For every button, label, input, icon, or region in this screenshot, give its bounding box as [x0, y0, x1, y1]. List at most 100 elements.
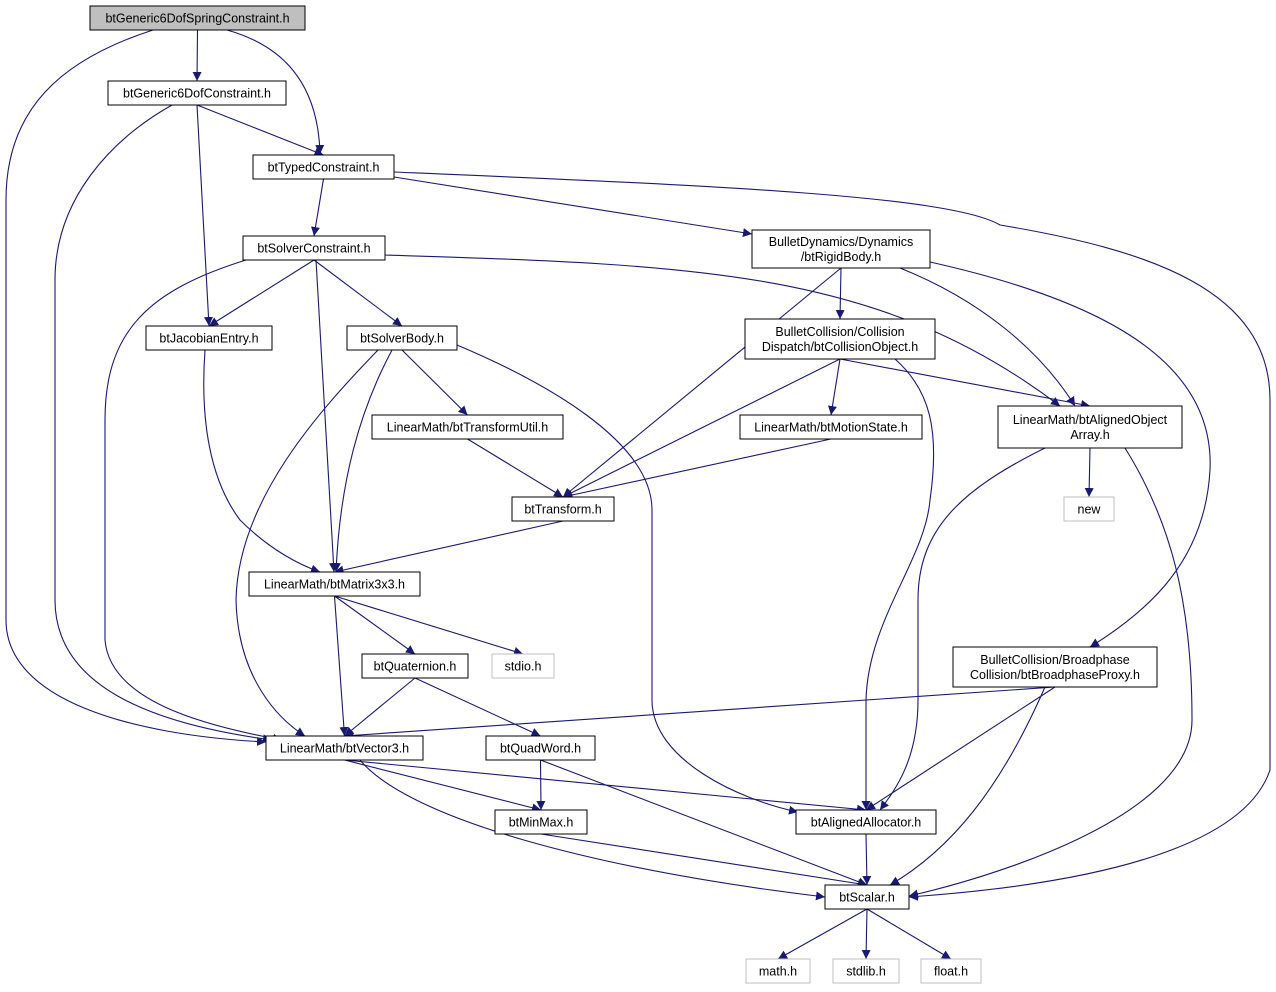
node-label: LinearMath/btMatrix3x3.h	[264, 578, 405, 592]
edge-qword-to-minmax	[536, 759, 546, 811]
edge-scalar-to-math	[777, 908, 868, 960]
edge-solverc-to-solverb	[313, 259, 403, 327]
node-qword[interactable]: btQuadWord.h	[485, 735, 596, 761]
node-box	[145, 325, 273, 351]
node-tutil[interactable]: LinearMath/btTransformUtil.h	[371, 414, 564, 440]
node-box	[511, 496, 615, 522]
node-label: new	[1078, 503, 1102, 517]
edge-alloc-to-scalar	[862, 833, 872, 886]
node-label: BulletDynamics/Dynamics	[769, 235, 913, 249]
node-box	[265, 735, 424, 761]
node-label: BulletCollision/Broadphase	[980, 653, 1129, 667]
edge-matrix-to-vector	[333, 595, 349, 737]
edge-solverb-to-vector	[235, 349, 379, 737]
node-label: LinearMath/btTransformUtil.h	[387, 421, 548, 435]
edge-motion-to-transform	[562, 438, 832, 500]
edge-scalar-to-float	[866, 908, 952, 960]
node-box	[739, 414, 923, 440]
edge-collobj-to-alloc	[861, 358, 935, 810]
edge-quat-to-qword	[414, 677, 541, 737]
edge-transform-to-matrix	[334, 520, 564, 575]
node-label: btMinMax.h	[509, 816, 574, 830]
node-label: btGeneric6DofConstraint.h	[123, 87, 271, 101]
node-bproxy[interactable]: BulletCollision/BroadphaseCollision/btBr…	[952, 646, 1158, 688]
node-math: math.h	[745, 958, 811, 984]
node-float: float.h	[920, 958, 982, 984]
edge-rigid-to-transform	[562, 267, 842, 498]
node-label: Collision/btBroadphaseProxy.h	[970, 668, 1140, 682]
node-box	[248, 571, 421, 597]
node-solverc[interactable]: btSolverConstraint.h	[242, 235, 386, 261]
edge-rigid-to-collobj	[835, 267, 845, 320]
node-label: float.h	[934, 965, 968, 979]
node-matrix[interactable]: LinearMath/btMatrix3x3.h	[248, 571, 421, 597]
node-box	[832, 958, 900, 984]
node-label: stdio.h	[505, 660, 542, 674]
edge-typed-to-rigid	[393, 176, 753, 238]
node-box	[346, 325, 458, 351]
edge-collobj-to-aoarray	[839, 358, 1091, 409]
edge-rigid-to-aoarray	[899, 267, 1076, 407]
edge-minmax-to-scalar	[540, 833, 868, 889]
node-label: Array.h	[1070, 428, 1109, 442]
edge-scalar-to-stdlib	[861, 908, 871, 960]
node-box	[1063, 496, 1115, 522]
edge-g6dof-to-jacob	[196, 104, 214, 327]
node-rigid[interactable]: BulletDynamics/Dynamics/btRigidBody.h	[751, 229, 931, 269]
node-new: new	[1063, 496, 1115, 522]
edge-collobj-to-transform	[562, 358, 841, 498]
edge-solverb-to-tutil	[401, 349, 468, 416]
node-label: /btRigidBody.h	[801, 250, 881, 264]
node-minmax[interactable]: btMinMax.h	[494, 809, 588, 835]
node-box	[89, 5, 306, 31]
edge-solverc-to-jacob	[208, 259, 315, 327]
node-transform[interactable]: btTransform.h	[511, 496, 615, 522]
node-stdio: stdio.h	[491, 653, 555, 679]
node-box	[252, 154, 395, 180]
edge-bproxy-to-scalar	[889, 686, 1046, 886]
edge-bproxy-to-alloc	[865, 686, 1056, 811]
node-label: btSolverConstraint.h	[257, 242, 370, 256]
edge-solverc-to-matrix	[315, 259, 338, 573]
edge-solverb-to-alloc	[456, 344, 799, 815]
node-typed[interactable]: btTypedConstraint.h	[252, 154, 395, 180]
node-label: LinearMath/btVector3.h	[280, 742, 409, 756]
node-label: LinearMath/btAlignedObject	[1013, 413, 1168, 427]
node-box	[485, 735, 596, 761]
node-vector[interactable]: LinearMath/btVector3.h	[265, 735, 424, 761]
node-label: Dispatch/btCollisionObject.h	[762, 340, 918, 354]
edge-aoarray-to-new	[1084, 447, 1094, 498]
edge-solverc-to-vector	[104, 259, 283, 743]
edge-collobj-to-motion	[827, 358, 841, 416]
node-box	[751, 229, 931, 269]
node-motion[interactable]: LinearMath/btMotionState.h	[739, 414, 923, 440]
edge-root-to-typed	[226, 29, 325, 155]
node-label: btAlignedAllocator.h	[811, 816, 922, 830]
node-label: btScalar.h	[839, 891, 895, 905]
edge-bproxy-to-vector	[344, 686, 1056, 740]
node-alloc[interactable]: btAlignedAllocator.h	[795, 809, 937, 835]
node-quat[interactable]: btQuaternion.h	[361, 653, 469, 679]
node-label: btJacobianEntry.h	[159, 332, 258, 346]
node-label: btSolverBody.h	[360, 332, 444, 346]
edge-vector-to-scalar	[359, 759, 826, 901]
node-scalar[interactable]: btScalar.h	[824, 884, 910, 910]
edge-rigid-to-bproxy	[929, 261, 1211, 648]
edge-qword-to-scalar	[540, 759, 868, 886]
edge-tutil-to-transform	[467, 438, 564, 498]
node-box	[952, 646, 1158, 688]
node-box	[997, 405, 1183, 449]
edge-solverb-to-matrix	[331, 349, 393, 573]
node-label: math.h	[759, 965, 797, 979]
edge-vector-to-minmax	[344, 759, 542, 813]
node-g6dof[interactable]: btGeneric6DofConstraint.h	[107, 80, 287, 106]
node-jacob[interactable]: btJacobianEntry.h	[145, 325, 273, 351]
node-collobj[interactable]: BulletCollision/CollisionDispatch/btColl…	[744, 318, 936, 360]
node-label: btGeneric6DofSpringConstraint.h	[105, 12, 289, 26]
node-solverb[interactable]: btSolverBody.h	[346, 325, 458, 351]
edge-typed-to-scalar	[393, 171, 1271, 901]
edge-typed-to-solverc	[311, 178, 325, 237]
edge-g6dof-to-typed	[196, 104, 324, 156]
